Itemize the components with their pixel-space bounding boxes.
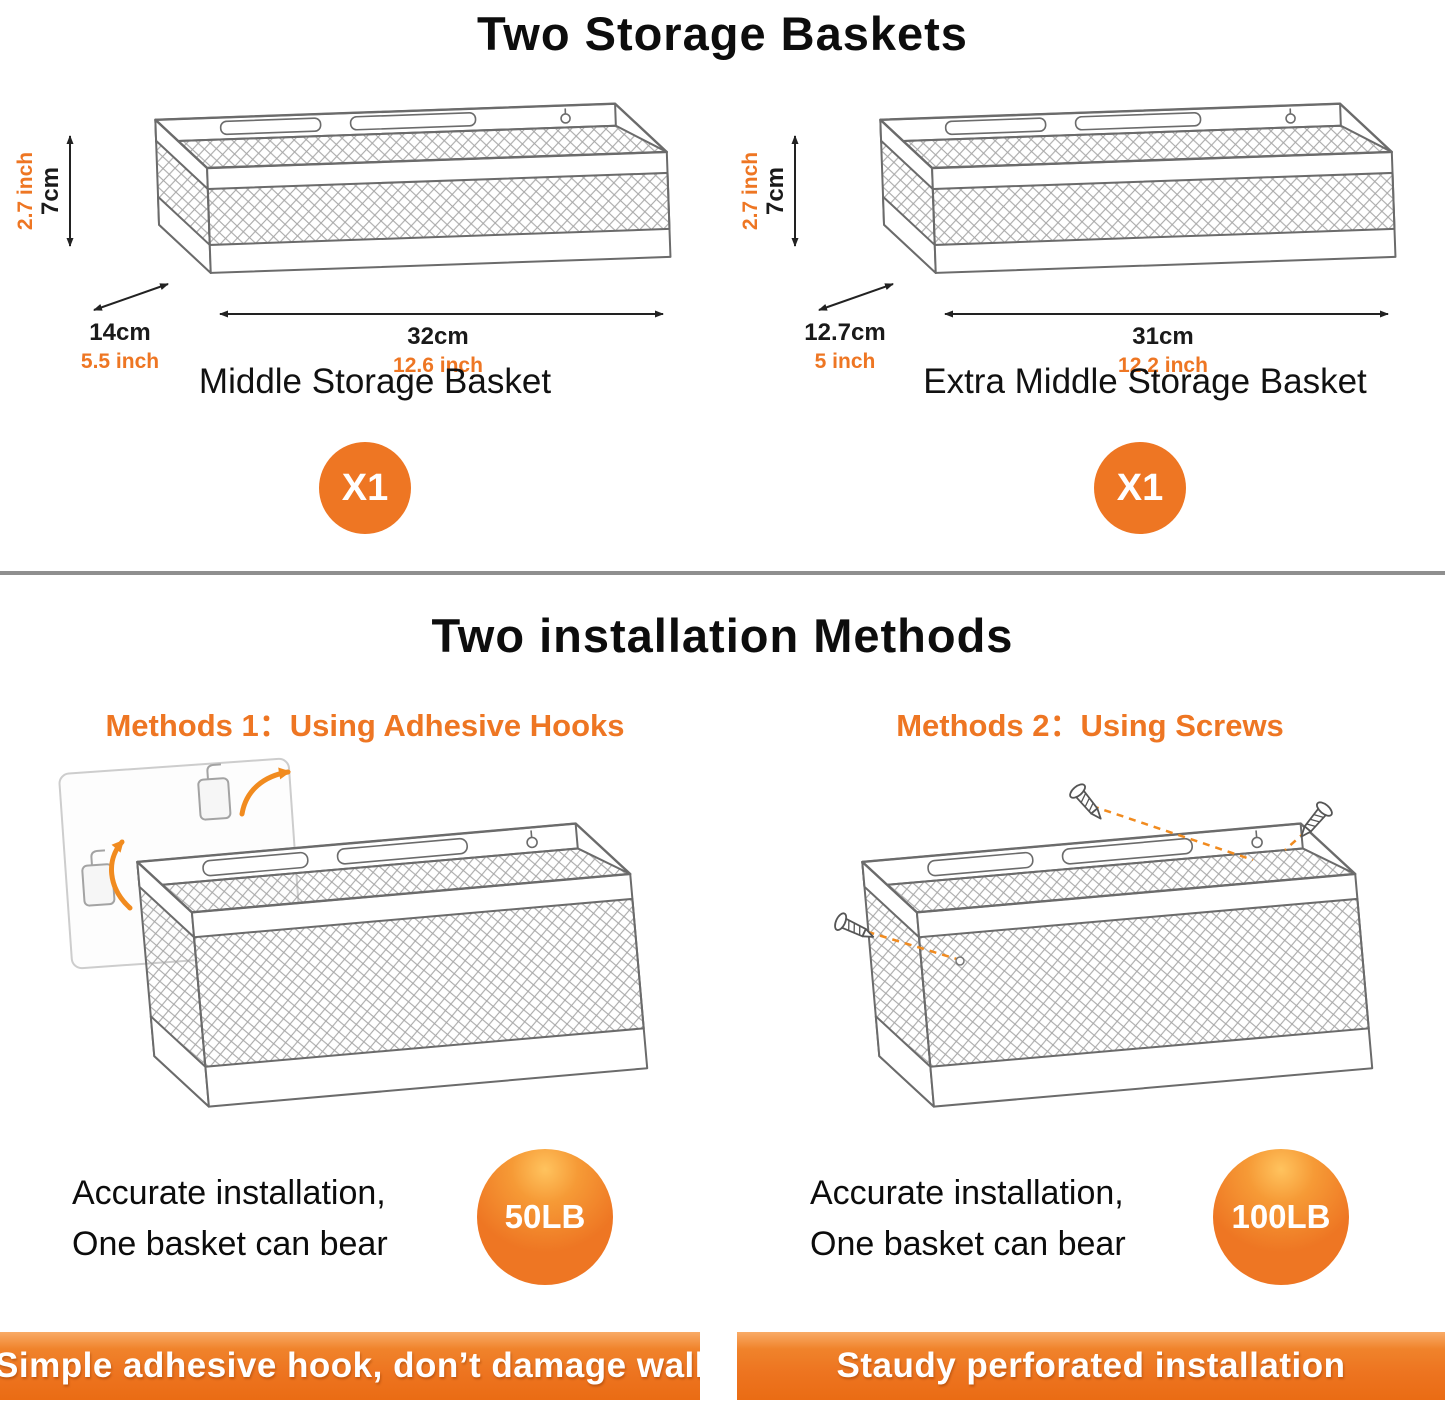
basket-1-qty: X1 bbox=[341, 466, 389, 509]
width-cm-label: 31cm bbox=[1132, 323, 1193, 350]
screw-icon bbox=[1066, 780, 1109, 826]
basket-1-name: Middle Storage Basket bbox=[198, 362, 552, 401]
capacity-line-1: Accurate installation, bbox=[810, 1174, 1124, 1212]
method-1-heading: Methods 1：Using Adhesive Hooks bbox=[105, 708, 625, 743]
height-cm-label: 7cm bbox=[762, 167, 789, 215]
depth-inch-label: 5 inch bbox=[815, 350, 876, 373]
peel-arrow-icon bbox=[109, 839, 133, 911]
section-baskets-title: Two Storage Baskets bbox=[477, 7, 968, 60]
wall-hole-icon bbox=[955, 956, 965, 966]
basket-2-name: Extra Middle Storage Basket bbox=[923, 362, 1367, 401]
screw-guide-line bbox=[1091, 804, 1254, 862]
depth-dimension-arrow bbox=[818, 283, 894, 311]
method-2-illustration bbox=[831, 780, 1374, 1113]
basket-illustration-icon bbox=[154, 100, 672, 276]
method-2-capacity-badge: 100LB bbox=[1213, 1149, 1349, 1285]
method-2-banner-text: Staudy perforated installation bbox=[836, 1346, 1346, 1385]
basket-1-qty-badge: X1 bbox=[319, 442, 411, 534]
depth-inch-label: 5.5 inch bbox=[81, 350, 159, 373]
basket-2-figure: 7cm 2.7 inch 12.7cm 5 inch 31cm 12.2 inc… bbox=[739, 100, 1397, 377]
method-1-capacity-badge: 50LB bbox=[477, 1149, 613, 1285]
method-1-capacity-text: Accurate installation, One basket can be… bbox=[72, 1168, 388, 1270]
height-inch-label: 2.7 inch bbox=[739, 152, 762, 230]
basket-2-qty-badge: X1 bbox=[1094, 442, 1186, 534]
method-2-heading: Methods 2：Using Screws bbox=[896, 708, 1284, 743]
basket-1-figure: 7cm 2.7 inch 14cm 5.5 inch 32cm 12.6 inc… bbox=[14, 100, 672, 377]
width-cm-label: 32cm bbox=[407, 323, 468, 350]
method-2-capacity: 100LB bbox=[1231, 1198, 1331, 1235]
capacity-line-2: One basket can bear bbox=[72, 1225, 388, 1263]
height-cm-label: 7cm bbox=[37, 167, 64, 215]
basket-illustration-icon bbox=[861, 817, 1374, 1113]
depth-cm-label: 12.7cm bbox=[804, 319, 885, 346]
method-2-capacity-text: Accurate installation, One basket can be… bbox=[810, 1168, 1126, 1270]
width-inch-label: 12.6 inch bbox=[393, 354, 483, 377]
width-inch-label: 12.2 inch bbox=[1118, 354, 1208, 377]
method-1-banner-text: Simple adhesive hook, don’t damage wall bbox=[0, 1346, 700, 1385]
basket-2-qty: X1 bbox=[1116, 466, 1164, 509]
peel-arrow-icon bbox=[239, 767, 291, 817]
depth-cm-label: 14cm bbox=[89, 319, 150, 346]
screw-guide-line bbox=[854, 926, 961, 962]
height-inch-label: 2.7 inch bbox=[14, 152, 37, 230]
method-1-illustration bbox=[58, 757, 649, 1113]
method-2-banner: Staudy perforated installation bbox=[737, 1332, 1445, 1400]
method-1-capacity: 50LB bbox=[504, 1198, 586, 1235]
section-installation-title: Two installation Methods bbox=[431, 609, 1014, 662]
capacity-line-1: Accurate installation, bbox=[72, 1174, 386, 1212]
basket-illustration-icon bbox=[879, 100, 1397, 276]
capacity-line-2: One basket can bear bbox=[810, 1225, 1126, 1263]
method-1-banner: Simple adhesive hook, don’t damage wall bbox=[0, 1332, 700, 1400]
depth-dimension-arrow bbox=[93, 283, 169, 311]
section-divider bbox=[0, 571, 1445, 575]
basket-illustration-icon bbox=[136, 817, 649, 1113]
